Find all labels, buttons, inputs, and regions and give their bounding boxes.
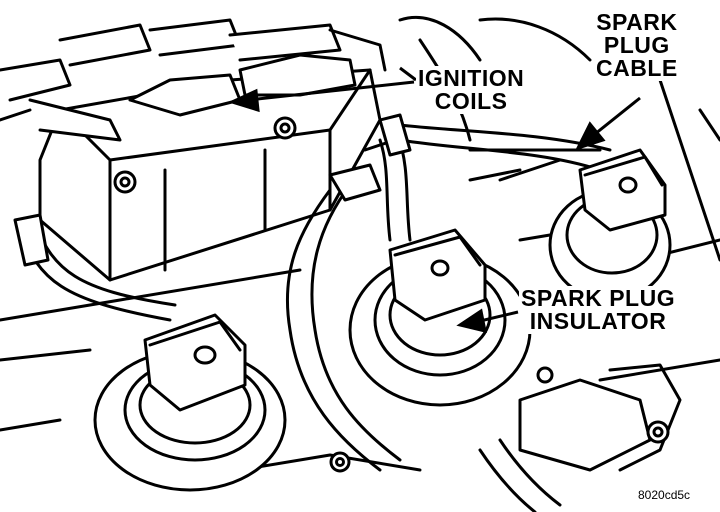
spark-plug-cable-label-line2: PLUG — [603, 32, 670, 58]
spark-plug-cable-label-line1: SPARK — [596, 9, 678, 35]
arrow-spark-plug-cable — [575, 96, 641, 151]
leader-lines — [227, 66, 641, 334]
ignition-coils-label-line1: IGNITION — [418, 65, 525, 91]
spark-plug-cable-label: SPARK PLUG CABLE — [594, 10, 680, 81]
spark-plug-insulator-label-line2: INSULATOR — [529, 308, 667, 334]
arrow-ignition-coils — [227, 66, 417, 113]
spark-plug-insulator-label-line1: SPARK PLUG — [521, 285, 676, 311]
ignition-coils-label-line2: COILS — [434, 88, 508, 114]
spark-plug-insulator-label: SPARK PLUG INSULATOR — [519, 285, 678, 334]
spark-plug-cable-label-line3: CABLE — [596, 55, 678, 81]
left-plug-cable — [13, 213, 177, 322]
ignition-coil-pack — [0, 18, 387, 282]
rear-spark-plug-cable — [378, 113, 672, 302]
middle-cable — [285, 133, 412, 472]
figure-id: 8020cd5c — [636, 488, 693, 502]
middle-spark-plug-well — [348, 228, 532, 407]
ignition-coils-label: IGNITION COILS — [416, 65, 527, 114]
front-spark-plug-well — [93, 313, 287, 492]
lower-right-hardware — [329, 363, 682, 512]
arrow-spark-plug-insulator — [456, 308, 519, 334]
